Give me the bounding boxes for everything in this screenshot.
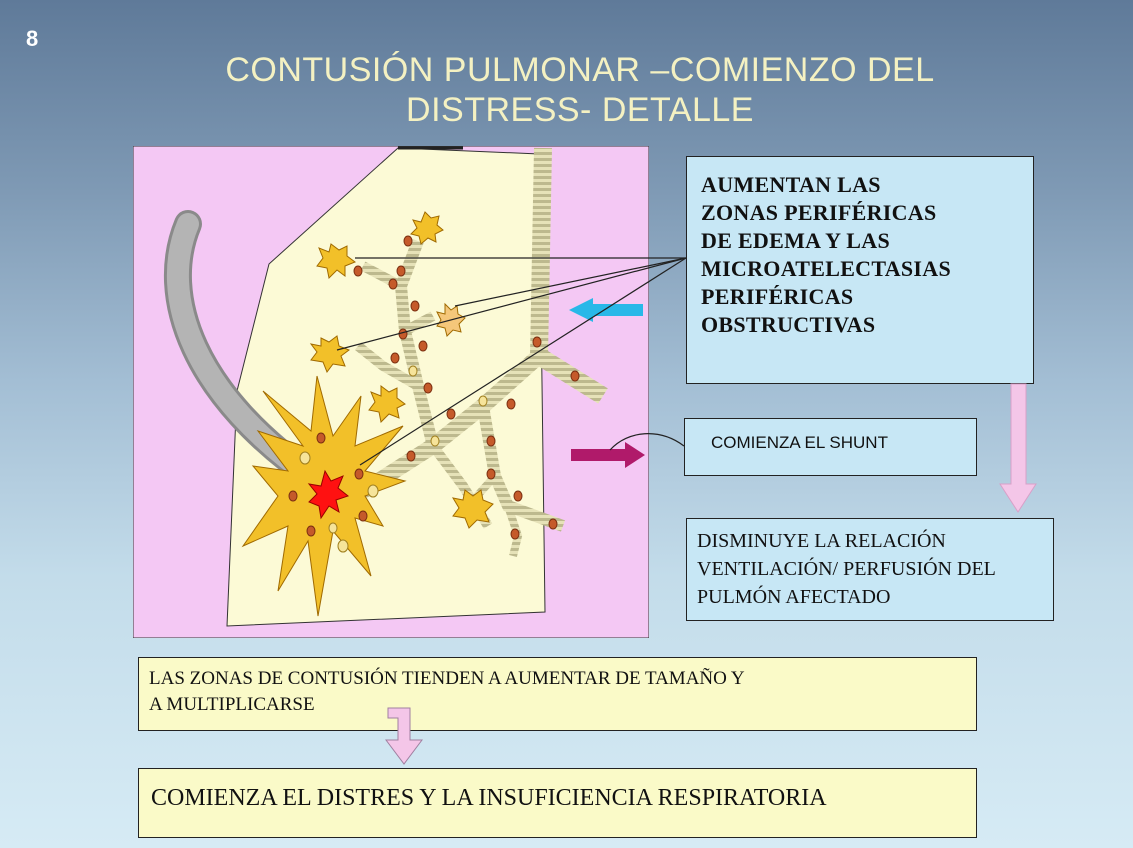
- impact-core: [307, 469, 350, 520]
- title-line-2: DISTRESS- DETALLE: [406, 91, 754, 129]
- lung-contusion-diagram: [133, 146, 649, 638]
- box-main-line: DE EDEMA Y LAS: [701, 228, 890, 253]
- box-main-line: PERIFÉRICAS: [701, 284, 854, 309]
- box-dismin-line: DISMINUYE LA RELACIÓN: [697, 530, 946, 552]
- box-main-line: OBSTRUCTIVAS: [701, 312, 876, 337]
- box-zonas-line: LAS ZONAS DE CONTUSIÓN TIENDEN A AUMENTA…: [149, 668, 745, 689]
- alveolus: [451, 489, 494, 529]
- slide-title: CONTUSIÓN PULMONAR –COMIENZO DEL DISTRES…: [120, 50, 1040, 130]
- box-ventilation-perfusion: DISMINUYE LA RELACIÓN VENTILACIÓN/ PERFU…: [686, 518, 1054, 621]
- box-peripheral-edema: AUMENTAN LAS ZONAS PERIFÉRICAS DE EDEMA …: [686, 156, 1034, 384]
- box-main-line: MICROATELECTASIAS: [701, 256, 952, 281]
- box-dismin-line: VENTILACIÓN/ PERFUSIÓN DEL: [697, 558, 996, 580]
- box-dismin-line: PULMÓN AFECTADO: [697, 586, 891, 608]
- box-shunt: COMIENZA EL SHUNT: [684, 418, 977, 476]
- box-contusion-zones: LAS ZONAS DE CONTUSIÓN TIENDEN A AUMENTA…: [138, 657, 977, 731]
- slide-number: 8: [26, 26, 39, 51]
- box-respiratory-failure: COMIENZA EL DISTRES Y LA INSUFICIENCIA R…: [138, 768, 977, 838]
- box-zonas-line: A MULTIPLICARSE: [149, 694, 315, 715]
- box-main-line: ZONAS PERIFÉRICAS: [701, 200, 937, 225]
- pink-down-arrow-icon: [999, 383, 1037, 513]
- alveolus: [410, 211, 444, 245]
- title-line-1: CONTUSIÓN PULMONAR –COMIENZO DEL: [225, 51, 935, 89]
- box-main-line: AUMENTAN LAS: [701, 172, 881, 197]
